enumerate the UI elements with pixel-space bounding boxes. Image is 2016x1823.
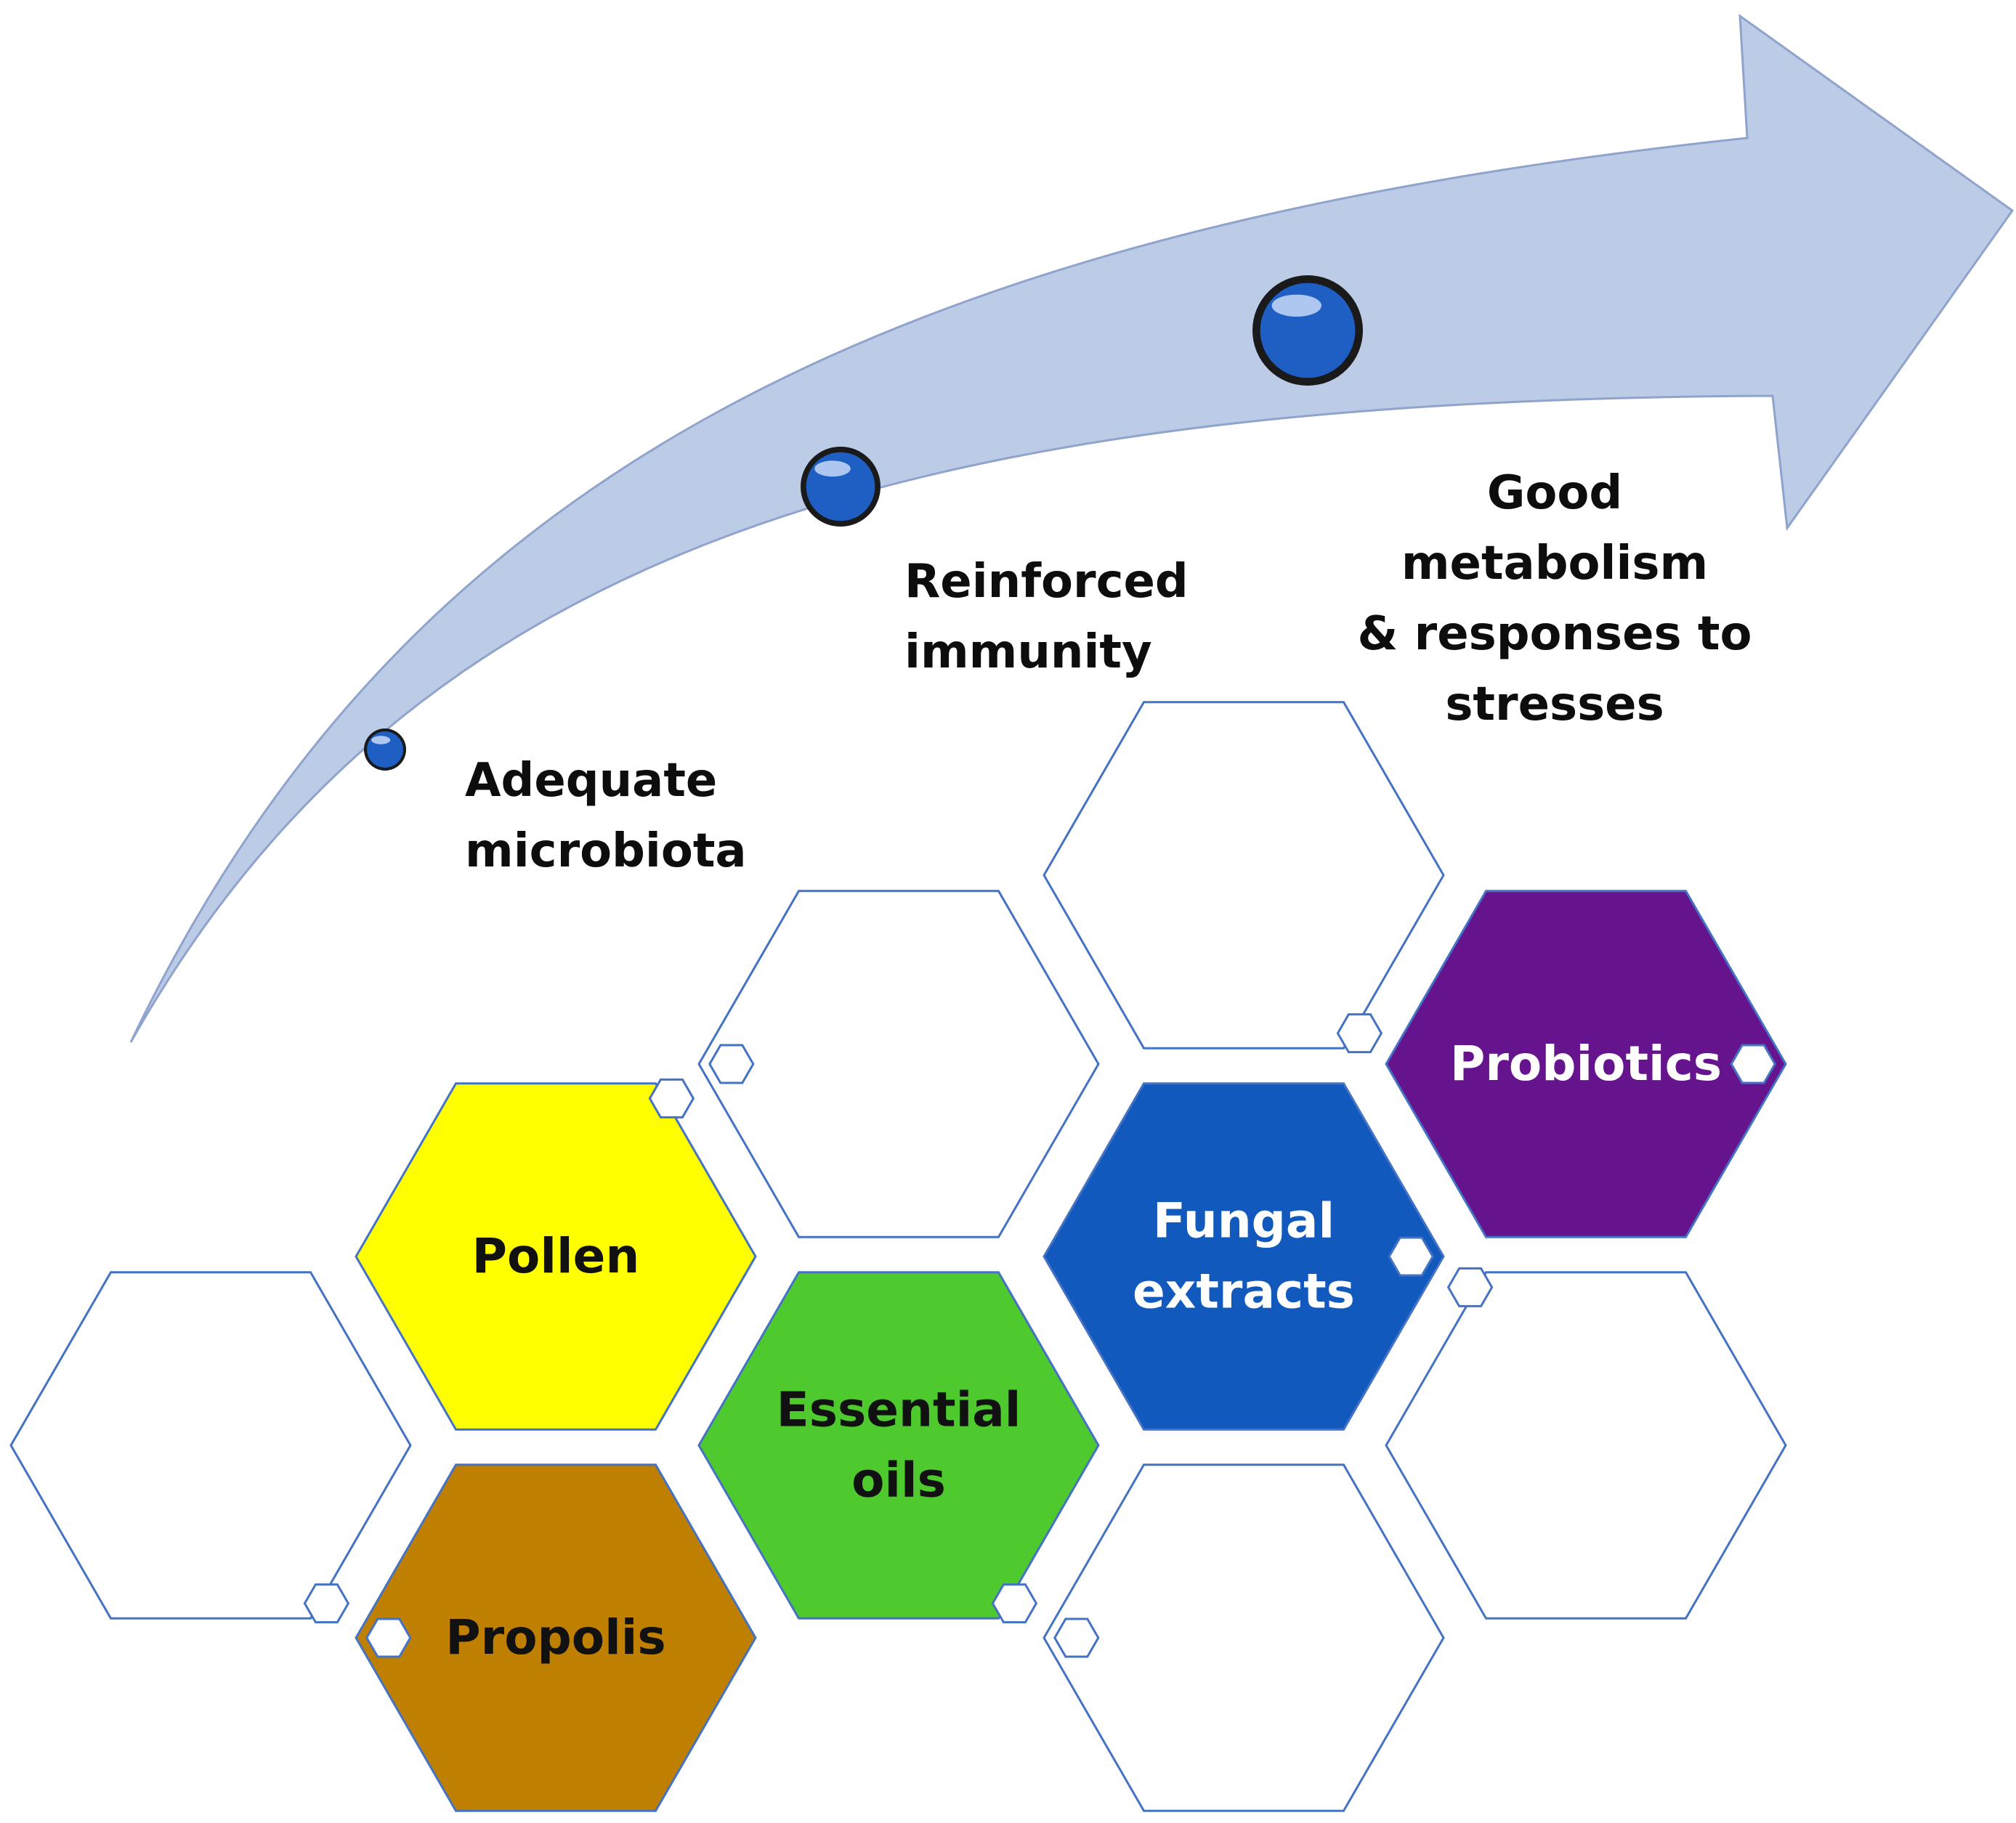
hexagon-shape [697,890,1100,1238]
milestone-label-line: & responses to [1358,607,1752,661]
hexagon-label: Propolis [445,1609,665,1665]
hexagon-blank-2 [697,890,1100,1238]
hexagon-probiotics: Probiotics [1385,890,1787,1238]
hexagon-label: Fungal extracts [1133,1193,1355,1320]
hexagon-shape [1043,1463,1445,1812]
bead-highlight [371,736,391,744]
milestone-label-2: Reinforced immunity [904,555,1189,679]
hexagon-badge-icon [648,1078,695,1118]
hexagon-label-line: extracts [1133,1264,1355,1320]
hexagon-pollen: Pollen [355,1078,757,1431]
milestone-label-line: Good [1487,466,1622,520]
hexagon-shape [1043,1082,1445,1431]
bead-highlight [1271,294,1322,317]
hexagon-label-line: oils [851,1453,946,1509]
hexagon-shape [355,1463,757,1812]
hexagon-essential: Essential oils [697,1271,1100,1624]
milestone-bead-3 [1252,275,1363,386]
hexagon-fungal: Fungal extracts [1043,1082,1445,1431]
hexagon-label-line: Propolis [445,1609,665,1665]
hexagon-badge-icon [303,1583,350,1624]
hexagon-blank-5 [1385,1267,1787,1620]
hexagon-blank-3 [1043,701,1445,1054]
hexagon-badge-icon [1336,1013,1383,1054]
hexagon-label-line: Fungal [1153,1193,1335,1249]
hexagon-shape [697,1271,1100,1620]
hexagon-shape [1385,890,1787,1238]
hexagon-label: Probiotics [1450,1036,1722,1092]
hexagon-badge-icon [1053,1617,1100,1658]
milestone-label-line: Reinforced [904,555,1189,609]
hexagon-blank-1 [9,1271,412,1624]
hexagon-label-line: Essential [777,1382,1021,1438]
hexagon-shape [9,1271,412,1620]
milestone-bead-1 [364,728,406,771]
hexagon-label: Essential oils [777,1382,1021,1509]
bead-highlight [814,460,851,477]
hexagon-badge-icon [1446,1267,1494,1307]
hexagon-propolis: Propolis [355,1463,757,1812]
hexagon-badge-icon [708,1044,755,1084]
milestone-bead-2 [801,447,881,527]
hexagon-label-line: Probiotics [1450,1036,1722,1092]
milestone-label-line: Adequate [465,754,717,808]
milestone-label-3: Good metabolism & responses to stresses [1358,466,1752,731]
hexagon-shape [1043,701,1445,1049]
hexagon-label: Pollen [472,1228,640,1284]
progress-arrow [129,13,2015,1043]
hexagon-badge-icon [1388,1236,1434,1277]
hexagon-badge-icon [991,1583,1038,1624]
hexagon-label-line: Pollen [472,1228,640,1284]
hexagon-badge-icon [1730,1044,1776,1084]
milestone-label-1: Adequate microbiota [465,754,747,878]
milestone-label-line: microbiota [465,824,747,878]
hexagon-shape [1385,1271,1787,1620]
milestone-label-line: immunity [904,625,1152,679]
hexagon-badge-icon [365,1617,412,1658]
milestone-label-line: metabolism [1401,537,1708,590]
milestone-label-line: stresses [1445,678,1664,731]
hexagon-shape [355,1082,757,1431]
hexagon-blank-4 [1043,1463,1445,1812]
